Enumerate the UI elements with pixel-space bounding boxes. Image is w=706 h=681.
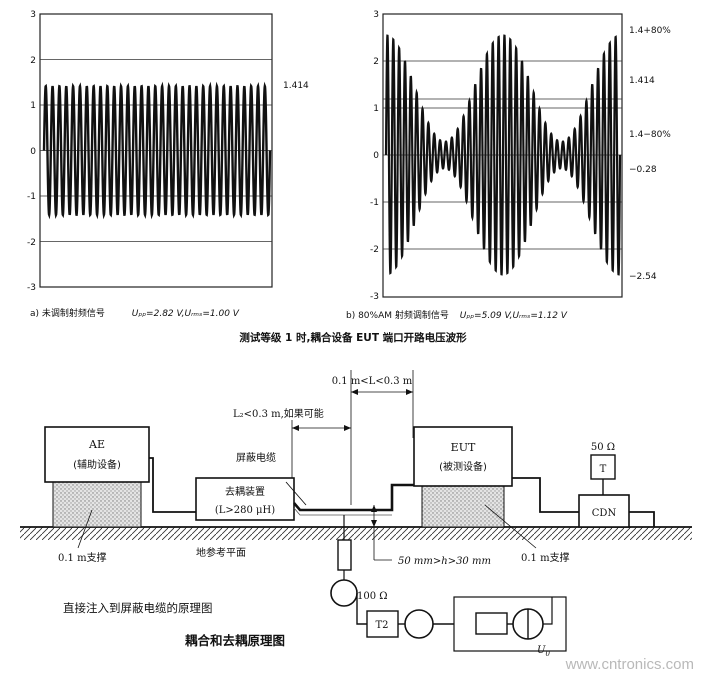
- right-level-label: 1.4−80%: [629, 130, 671, 140]
- left-ytick: -3: [27, 283, 36, 293]
- right-ytick: -1: [370, 198, 379, 208]
- shielded-cable: [293, 483, 414, 512]
- transformer-t2-box: [366, 610, 399, 638]
- right-am-trace: [384, 34, 622, 276]
- cdn-ground-cable: [629, 511, 655, 527]
- eut-box: [413, 426, 513, 487]
- load-label: 50 Ω: [591, 442, 615, 453]
- injection-clamp-circle: [330, 579, 358, 607]
- ae-box: [44, 426, 150, 483]
- t2-label: T2: [375, 620, 388, 631]
- injection-note: 直接注入到屏蔽电缆的原理图: [63, 601, 213, 615]
- diagram-title: 耦合和去耦原理图: [185, 633, 285, 648]
- right-ytick: 1: [373, 104, 379, 114]
- right-ytick: 0: [373, 151, 379, 161]
- left-ytick: 1: [30, 101, 36, 111]
- left-ytick: -2: [27, 238, 36, 248]
- ground-plane-label: 地参考平面: [196, 546, 246, 559]
- right-level-label: 1.4+80%: [629, 26, 671, 36]
- cdn-label: CDN: [592, 508, 617, 519]
- right-ytick: -2: [370, 245, 379, 255]
- left-support-label: 0.1 m支撑: [58, 551, 107, 564]
- decoupler-subtitle: (L>280 μH): [215, 505, 275, 516]
- right-plot-frame: [382, 13, 623, 298]
- resistor-label: 100 Ω: [357, 591, 388, 602]
- termination-t-label: T: [600, 464, 607, 475]
- eut-support: [421, 485, 505, 528]
- right-ytick: -3: [370, 292, 379, 302]
- source-impedance: [475, 612, 508, 635]
- right-ytick: 3: [373, 10, 379, 20]
- left-waveform-plot: 3 2 1 0 -1 -2 -3 1.414 a) 未调制射频信号 Uₚₚ=2.…: [27, 10, 309, 319]
- left-caption: a) 未调制射频信号 Uₚₚ=2.82 V,Uᵣₘₛ=1.00 V: [30, 307, 240, 319]
- resistor-100-ohm: [337, 539, 352, 571]
- ae-title: AE: [88, 438, 105, 451]
- watermark: www.cntronics.com: [565, 656, 694, 673]
- shield-cable-label: 屏蔽电缆: [236, 451, 276, 464]
- left-ytick: 0: [30, 147, 36, 157]
- cdn-box: [578, 494, 630, 528]
- left-ytick: 3: [30, 10, 36, 20]
- eut-cdn-cable: [512, 477, 579, 513]
- coupling-diagram: [20, 370, 692, 652]
- right-waveform-plot: 3 2 1 0 -1 -2 -3 1.4+80% 1.414 1.4−80% −…: [346, 10, 671, 321]
- left-amplitude-label: 1.414: [283, 81, 309, 91]
- termination-box: [590, 454, 616, 480]
- height-spec-label: 50 mm>h>30 mm: [398, 556, 491, 567]
- decoupler-box: [195, 477, 295, 521]
- left-sine-trace: [42, 81, 272, 220]
- dimension-l2-label: L₂<0.3 m,如果可能: [233, 407, 324, 420]
- right-support-label: 0.1 m支撑: [521, 551, 570, 564]
- dimension-l-label: 0.1 m<L<0.3 m: [332, 376, 413, 387]
- eut-title: EUT: [451, 441, 476, 454]
- decoupler-title: 去耦装置: [225, 485, 265, 498]
- right-ytick: 2: [373, 57, 379, 67]
- source-enclosure: [453, 596, 567, 652]
- ground-plane-hatch: [20, 527, 692, 540]
- shield-cable-leader: [285, 481, 307, 506]
- waveform-figure-title: 测试等级 1 时,耦合设备 EUT 端口开路电压波形: [239, 331, 467, 344]
- source-label: U0: [537, 645, 550, 658]
- right-level-label: −0.28: [629, 165, 657, 175]
- ae-cable: [149, 457, 196, 513]
- coupling-circle: [404, 609, 434, 639]
- right-caption: b) 80%AM 射频调制信号 Uₚₚ=5.09 V,Uᵣₘₛ=1.12 V: [346, 309, 568, 321]
- eut-subtitle: (被测设备): [439, 460, 487, 473]
- right-level-label: −2.54: [629, 272, 657, 282]
- left-ytick: 2: [30, 56, 36, 66]
- ae-subtitle: (辅助设备): [73, 458, 121, 471]
- left-ytick: -1: [27, 192, 36, 202]
- ae-support: [52, 481, 142, 528]
- right-level-label: 1.414: [629, 76, 655, 86]
